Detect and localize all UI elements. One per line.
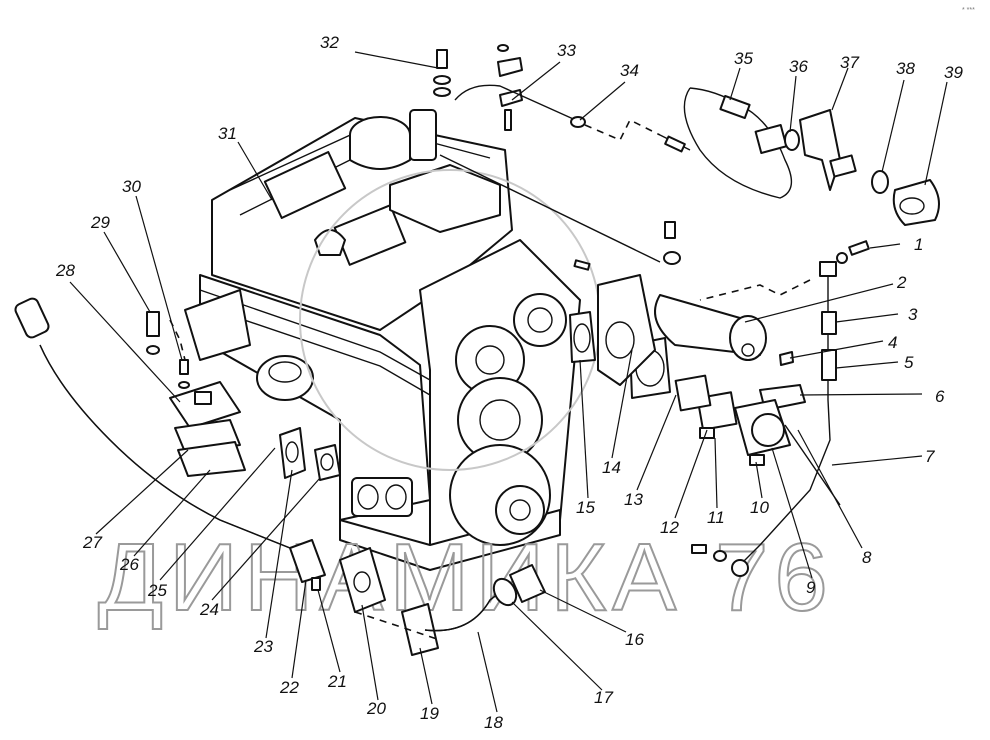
part-pipe-3-5 xyxy=(821,275,837,400)
callout-13: 13 xyxy=(624,490,643,509)
part-clip-33 xyxy=(497,44,523,131)
callout-32: 32 xyxy=(320,33,339,52)
callout-7: 7 xyxy=(925,447,935,466)
callout-19: 19 xyxy=(420,704,439,723)
callout-39: 39 xyxy=(944,63,963,82)
part-hose-27 xyxy=(14,297,291,549)
callout-36: 36 xyxy=(789,57,808,76)
callout-labels: 1 2 3 4 5 6 7 8 9 10 11 12 13 14 15 16 1… xyxy=(55,33,963,732)
callout-26: 26 xyxy=(119,555,139,574)
part-solenoid-28 xyxy=(169,381,241,429)
callout-17: 17 xyxy=(594,688,613,707)
callout-23: 23 xyxy=(253,637,273,656)
callout-9: 9 xyxy=(806,578,816,597)
callout-6: 6 xyxy=(935,387,945,406)
part-nut-38 xyxy=(871,170,889,194)
part-pipe-7 xyxy=(739,399,831,566)
part-gaskets-13-15 xyxy=(569,274,671,399)
callout-4: 4 xyxy=(888,333,897,352)
callout-34: 34 xyxy=(620,61,639,80)
callout-12: 12 xyxy=(660,518,679,537)
callout-3: 3 xyxy=(908,305,918,324)
callout-35: 35 xyxy=(734,49,753,68)
callout-11: 11 xyxy=(707,508,725,527)
part-flange-23-24 xyxy=(279,427,341,481)
watermark: ДИНАМИКА 76 xyxy=(98,524,834,631)
callout-20: 20 xyxy=(366,699,386,718)
callout-8: 8 xyxy=(862,548,872,567)
callout-30: 30 xyxy=(122,177,141,196)
callout-24: 24 xyxy=(199,600,219,619)
part-bracket-20 xyxy=(339,547,386,613)
part-nut-34 xyxy=(570,116,586,128)
callout-25: 25 xyxy=(147,581,167,600)
callout-16: 16 xyxy=(625,630,644,649)
callout-27: 27 xyxy=(82,533,102,552)
callout-38: 38 xyxy=(896,59,915,78)
corner-mark: * *** xyxy=(962,7,975,14)
callout-2: 2 xyxy=(896,273,907,292)
gearbox-housing xyxy=(184,109,601,571)
part-bracket-37 xyxy=(799,109,841,191)
part-washer-36 xyxy=(754,124,800,154)
callout-14: 14 xyxy=(602,458,621,477)
part-bolt-32 xyxy=(433,49,451,97)
callout-5: 5 xyxy=(904,353,914,372)
part-cylinder-2 xyxy=(654,294,767,361)
callout-31: 31 xyxy=(218,124,237,143)
part-valve-9-12 xyxy=(674,374,791,466)
part-bolt-1 xyxy=(819,240,870,277)
part-bolt-29 xyxy=(146,311,160,337)
callout-33: 33 xyxy=(557,41,576,60)
callout-28: 28 xyxy=(55,261,75,280)
part-sensor-39 xyxy=(892,179,940,226)
callout-29: 29 xyxy=(90,213,110,232)
part-plates-25-27 xyxy=(174,419,246,477)
callout-22: 22 xyxy=(279,678,299,697)
callout-10: 10 xyxy=(750,498,769,517)
callout-37: 37 xyxy=(840,53,859,72)
part-fitting-22 xyxy=(289,539,326,583)
leader-lines xyxy=(69,51,948,713)
part-harness-35 xyxy=(659,87,793,199)
callout-18: 18 xyxy=(484,713,503,732)
part-flange-19 xyxy=(401,603,439,656)
callout-15: 15 xyxy=(576,498,595,517)
callout-21: 21 xyxy=(327,672,347,691)
part-cap-16-17 xyxy=(492,564,546,607)
callout-1: 1 xyxy=(914,235,923,254)
